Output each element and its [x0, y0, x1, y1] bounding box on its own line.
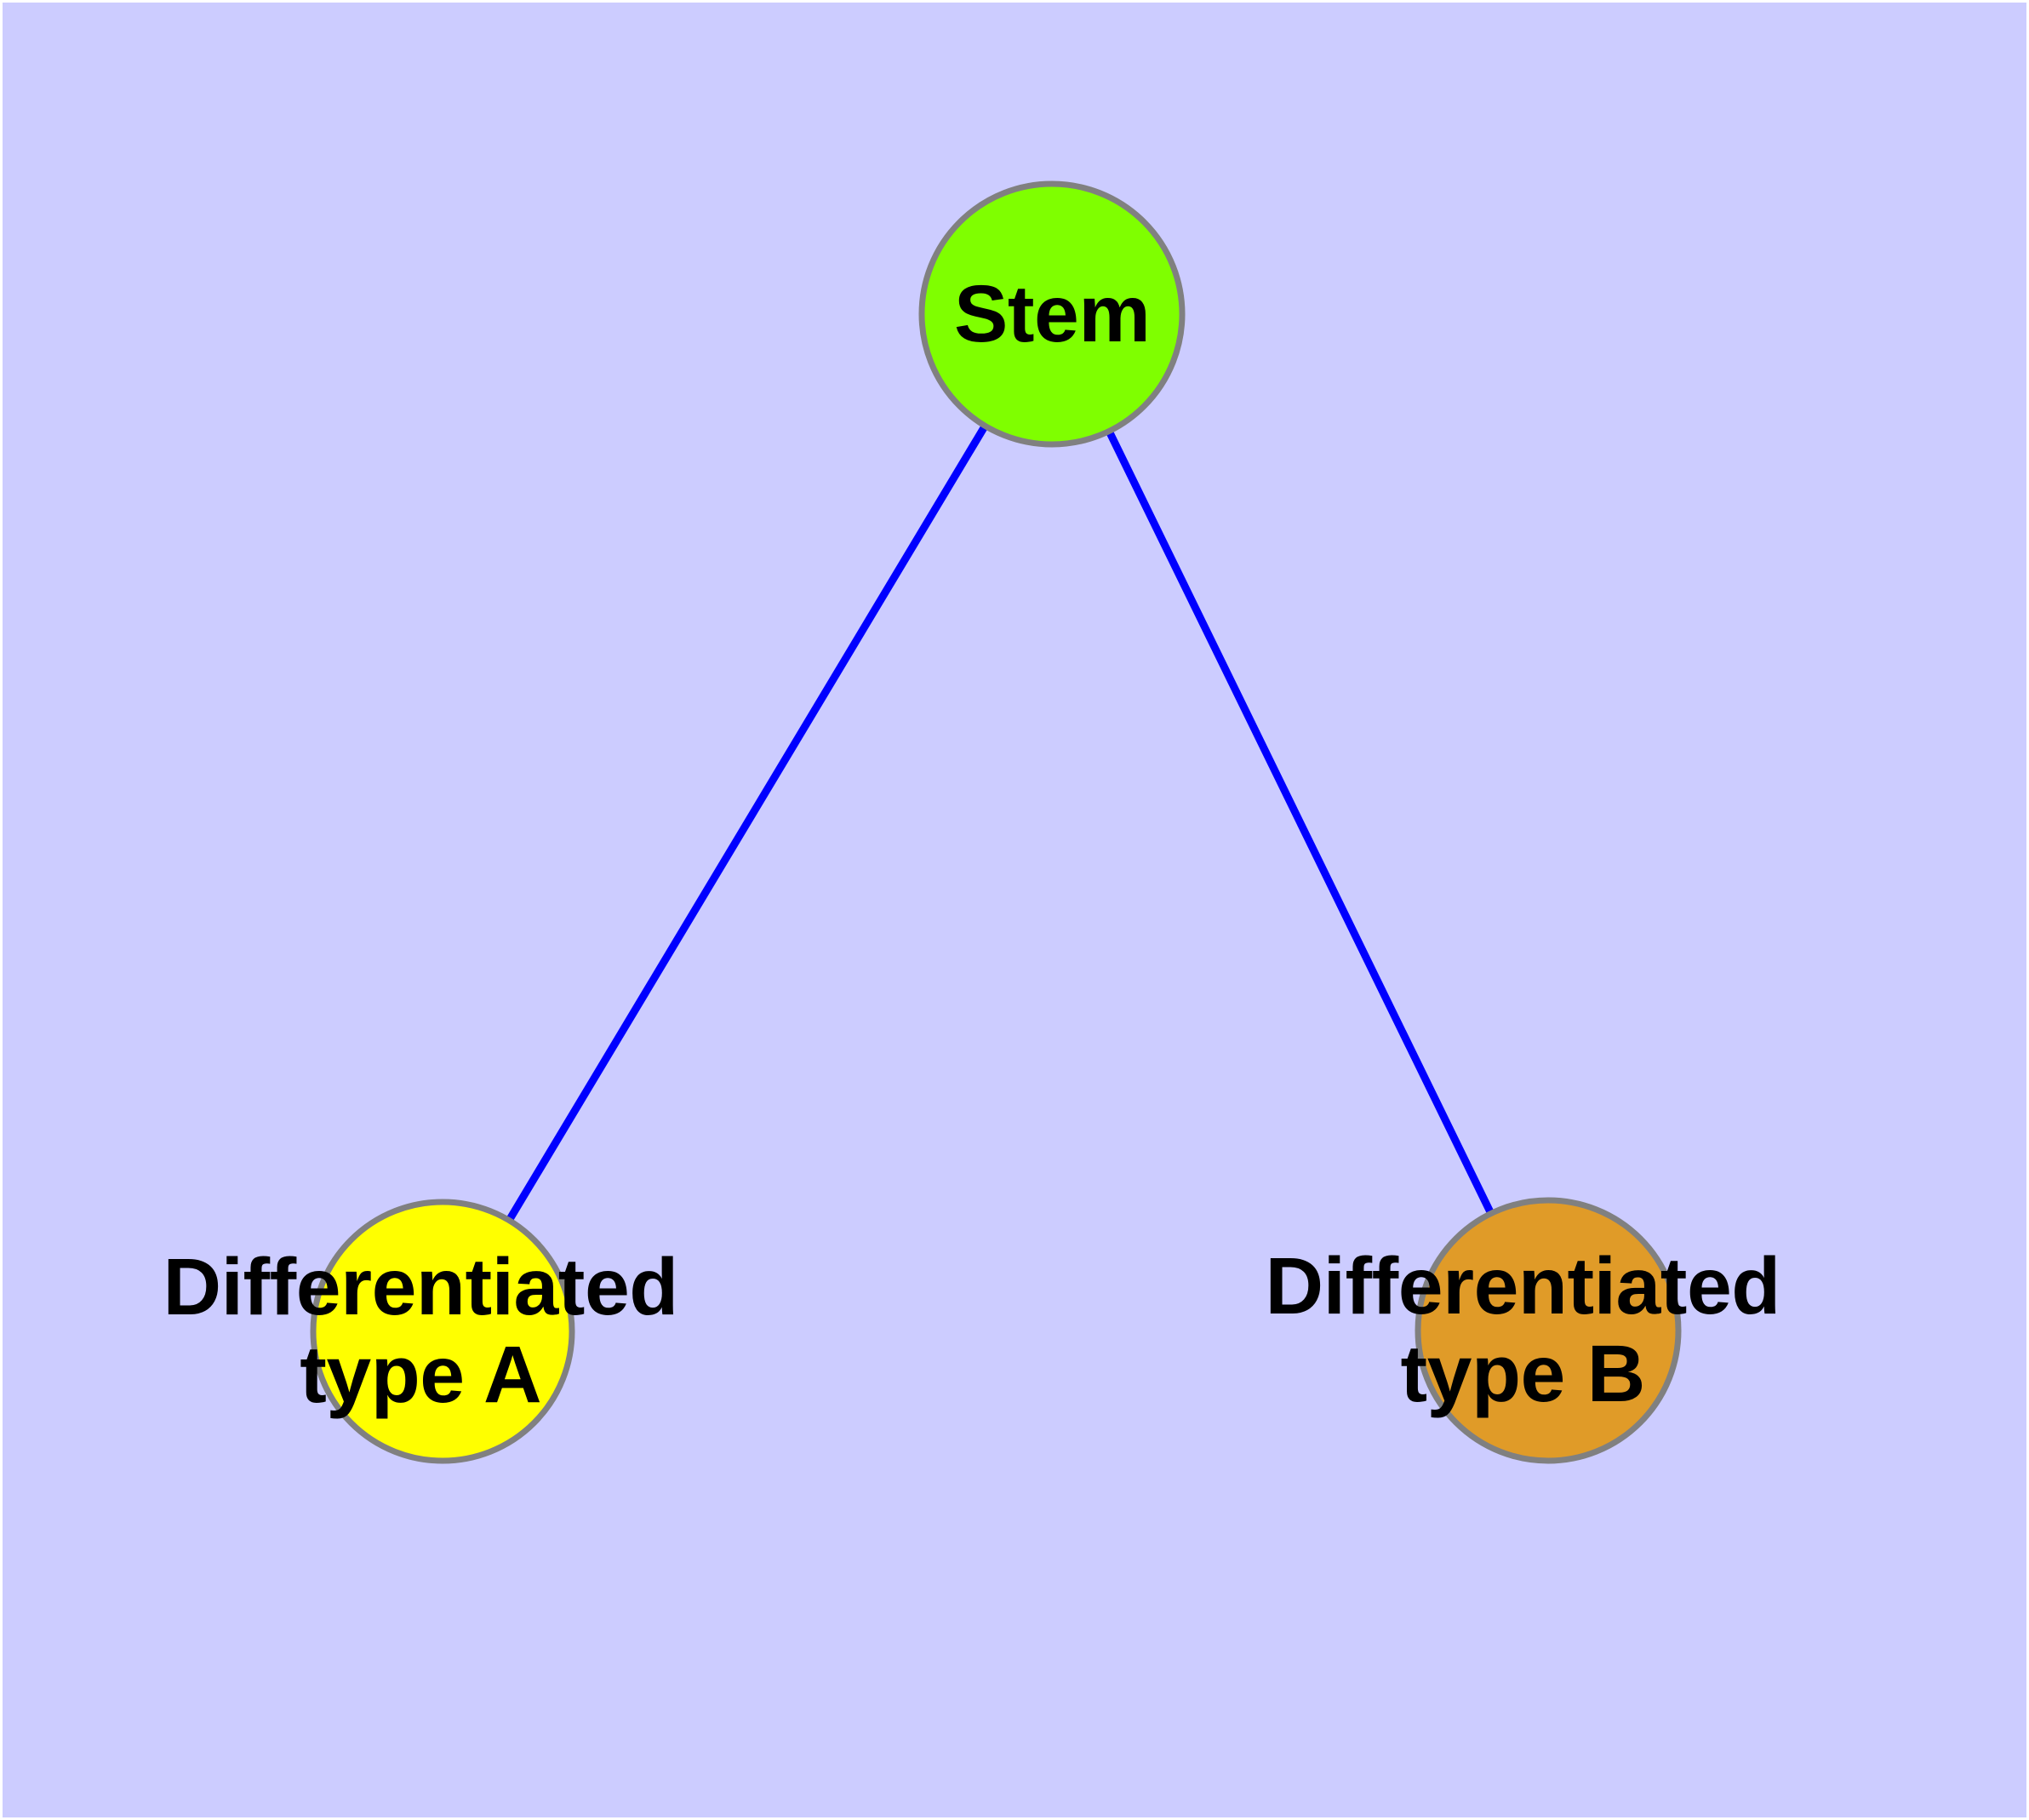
graph-edge-stem-diff_a[interactable] [439, 312, 1055, 1334]
graph-node-stem[interactable] [918, 180, 1186, 448]
graph-node-diff_b[interactable] [1415, 1197, 1682, 1464]
node-layer [310, 180, 1682, 1464]
graph-node-diff_a[interactable] [310, 1199, 575, 1464]
graph-edge-stem-diff_b[interactable] [1048, 312, 1552, 1332]
edge-layer [439, 312, 1552, 1334]
